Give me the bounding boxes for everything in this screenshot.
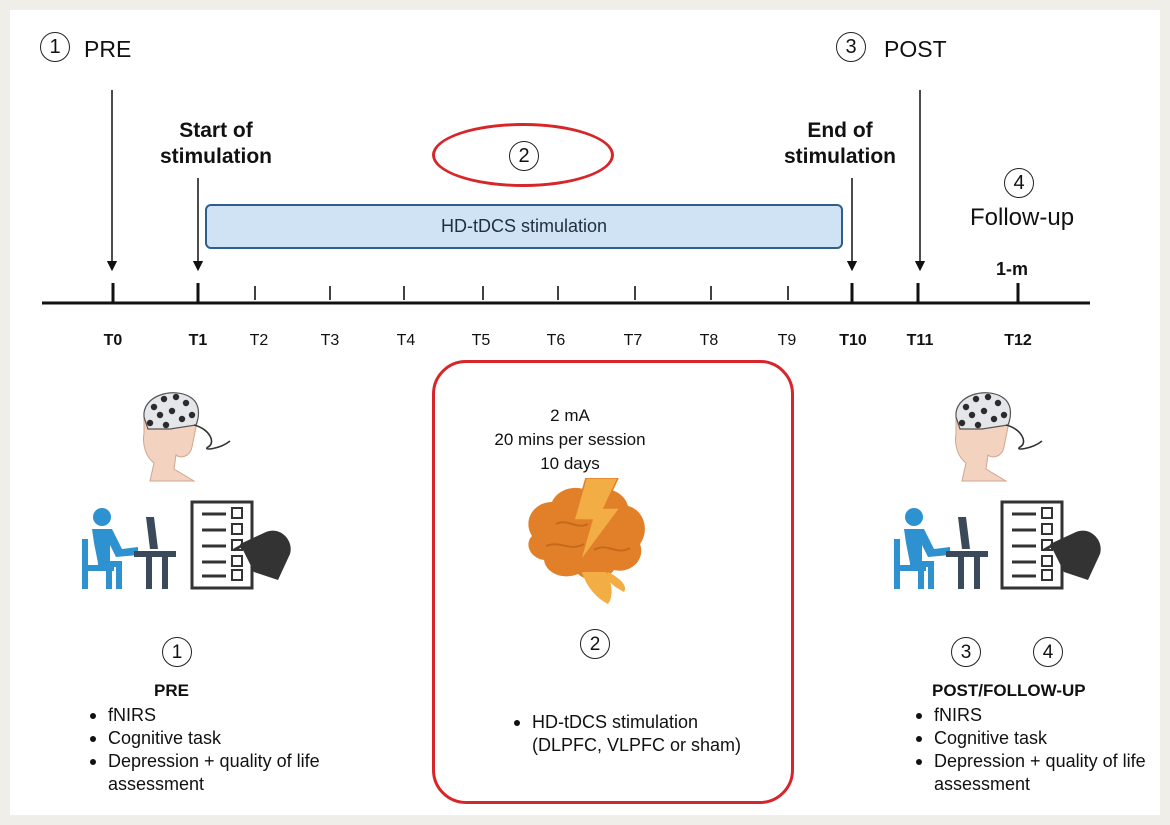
- protocol-number: 2: [580, 629, 610, 659]
- post-panel-title: POST/FOLLOW-UP: [932, 681, 1086, 700]
- post-item-cognitive-task: Cognitive task: [912, 727, 1162, 750]
- tick-label-t7: T7: [623, 332, 643, 349]
- pre-panel-number: 1: [162, 637, 192, 667]
- head-eeg-cap-icon-post: [955, 392, 1043, 482]
- stimulation-bar-label: HD-tDCS stimulation: [440, 216, 608, 236]
- protocol-bullet-line1: HD-tDCS stimulation: [532, 712, 699, 732]
- tick-label-t0: T0: [103, 332, 123, 349]
- pre-item-cognitive-task: Cognitive task: [86, 727, 356, 750]
- phase-label-pre: PRE: [84, 36, 132, 62]
- tick-label-t1: T1: [188, 332, 208, 349]
- phase-number-stim: 2: [509, 141, 539, 171]
- head-eeg-cap-icon: [143, 392, 231, 482]
- post-item-depression-qol: Depression + quality of life assessment: [912, 750, 1162, 796]
- post-panel-number-b: 4: [1033, 637, 1063, 667]
- pre-panel-list: fNIRS Cognitive task Depression + qualit…: [86, 704, 356, 796]
- followup-marker-label: 1-m: [996, 259, 1029, 279]
- timeline: [42, 90, 1090, 305]
- phase-label-followup: Follow-up: [970, 204, 1075, 231]
- highlight-ellipse: [432, 123, 614, 187]
- post-panel-list: fNIRS Cognitive task Depression + qualit…: [912, 704, 1162, 796]
- protocol-parameters: 2 mA 20 mins per session 10 days: [460, 404, 680, 476]
- post-item-fnirs: fNIRS: [912, 704, 1162, 727]
- brain-lightning-icon: [528, 478, 645, 604]
- post-panel-number-a: 3: [951, 637, 981, 667]
- tick-label-t6: T6: [546, 332, 566, 349]
- protocol-bullet-line2: (DLPFC, VLPFC or sham): [532, 735, 742, 755]
- protocol-highlight-box: [432, 360, 794, 804]
- timeline-ticks: [111, 283, 1020, 304]
- pre-item-fnirs: fNIRS: [86, 704, 356, 727]
- protocol-bullet: HD-tDCS stimulation (DLPFC, VLPFC or sha…: [512, 711, 741, 757]
- tick-label-t4: T4: [396, 332, 416, 349]
- phase-label-post: POST: [884, 36, 947, 62]
- tick-label-t8: T8: [699, 332, 719, 349]
- protocol-current: 2 mA: [550, 406, 590, 425]
- pre-item-depression-qol: Depression + quality of life assessment: [86, 750, 356, 796]
- phase-number-post: 3: [836, 32, 866, 62]
- tick-label-t11: T11: [906, 332, 934, 349]
- checklist-icon-post: [1000, 500, 1101, 590]
- tick-label-t2: T2: [249, 332, 269, 349]
- protocol-duration: 20 mins per session: [494, 430, 646, 449]
- person-at-computer-icon-post: [894, 508, 988, 589]
- tick-label-t10: T10: [839, 332, 867, 349]
- tick-label-t3: T3: [320, 332, 340, 349]
- person-at-computer-icon: [82, 508, 176, 589]
- phase-number-pre: 1: [40, 32, 70, 62]
- phase-number-followup: 4: [1004, 168, 1034, 198]
- tick-label-t12: T12: [1004, 332, 1032, 349]
- stimulation-bar: HD-tDCS stimulation: [205, 204, 843, 249]
- checklist-icon: [190, 500, 291, 590]
- pre-panel-title: PRE: [154, 681, 189, 700]
- tick-label-t9: T9: [777, 332, 797, 349]
- tick-label-t5: T5: [471, 332, 491, 349]
- protocol-days: 10 days: [540, 454, 600, 473]
